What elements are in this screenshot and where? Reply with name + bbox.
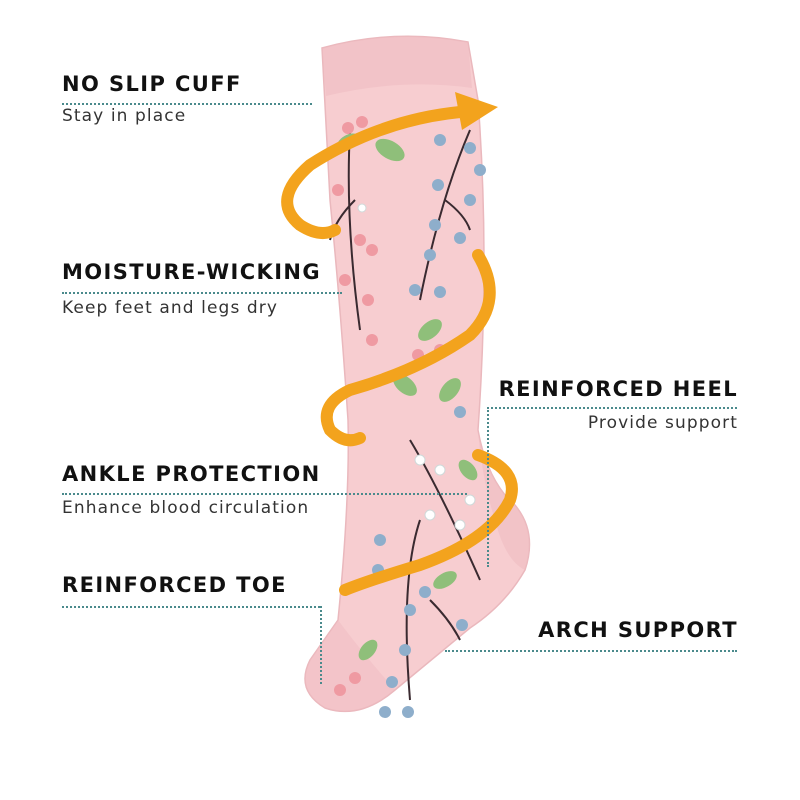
feature-subtitle: Stay in place [62,106,187,126]
compression-sock-icon [304,35,531,713]
blue-berries [372,134,486,718]
floral-pattern [329,129,481,701]
feature-title: ARCH SUPPORT [538,618,738,642]
leader-reinforced-toe-vertical [320,606,322,684]
spiral-arrow-icon [281,106,518,596]
feature-subtitle: Keep feet and legs dry [62,298,279,318]
sock-cuff [322,36,472,96]
feature-subtitle: Provide support [587,413,738,433]
feature-moisture-wicking: MOISTURE-WICKING Keep feet and legs dry [62,260,321,318]
leader-arch-support [445,650,737,652]
leader-ankle-protection [62,493,467,495]
feature-arch-support: ARCH SUPPORT [538,618,738,642]
feature-title: ANKLE PROTECTION [62,462,321,486]
feature-subtitle: Enhance blood circulation [62,498,310,518]
feature-title: MOISTURE-WICKING [62,260,322,284]
feature-no-slip-cuff: NO SLIP CUFF Stay in place [62,72,242,126]
sock-toe [305,620,395,712]
white-berries [357,203,476,531]
feature-title: REINFORCED HEEL [498,377,738,401]
arrow-head-icon [455,92,498,130]
feature-title: REINFORCED TOE [62,573,287,597]
feature-reinforced-toe: REINFORCED TOE [62,573,287,597]
feature-reinforced-heel: REINFORCED HEEL Provide support [499,377,738,433]
leader-reinforced-heel-vertical [487,407,489,567]
leader-no-slip-cuff [62,103,312,105]
leader-reinforced-heel [487,407,737,409]
feature-ankle-protection: ANKLE PROTECTION Enhance blood circulati… [62,462,321,518]
feature-title: NO SLIP CUFF [62,72,242,96]
leader-reinforced-toe [62,606,320,608]
leader-moisture-wicking [62,292,342,294]
